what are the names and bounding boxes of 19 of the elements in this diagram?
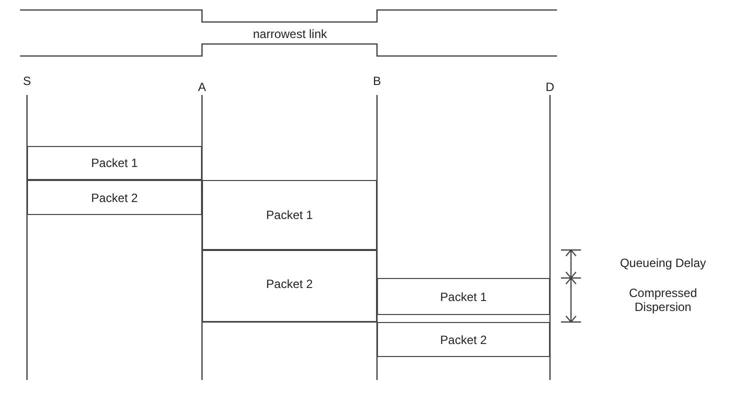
packet-box — [202, 180, 377, 250]
dimension-label: Compressed Dispersion — [628, 286, 698, 314]
packet-label: Packet 2 — [440, 332, 487, 346]
node-label: B — [373, 74, 381, 88]
packet-box — [27, 146, 202, 180]
packet-label: Packet 1 — [266, 208, 313, 222]
packet-label: Packet 1 — [91, 156, 138, 170]
packet-box — [377, 322, 550, 357]
packet-label: Packet 2 — [91, 190, 138, 204]
dimension-label: Queueing Delay — [618, 256, 708, 270]
packet-box — [27, 180, 202, 215]
packet-label: Packet 1 — [440, 290, 487, 304]
packet-box — [202, 250, 377, 322]
packet-label: Packet 2 — [266, 277, 313, 291]
node-label: S — [23, 74, 31, 88]
link-label: narrowest link — [252, 27, 328, 41]
packet-box — [377, 278, 550, 315]
node-label: D — [546, 80, 554, 94]
node-label: A — [198, 80, 206, 94]
